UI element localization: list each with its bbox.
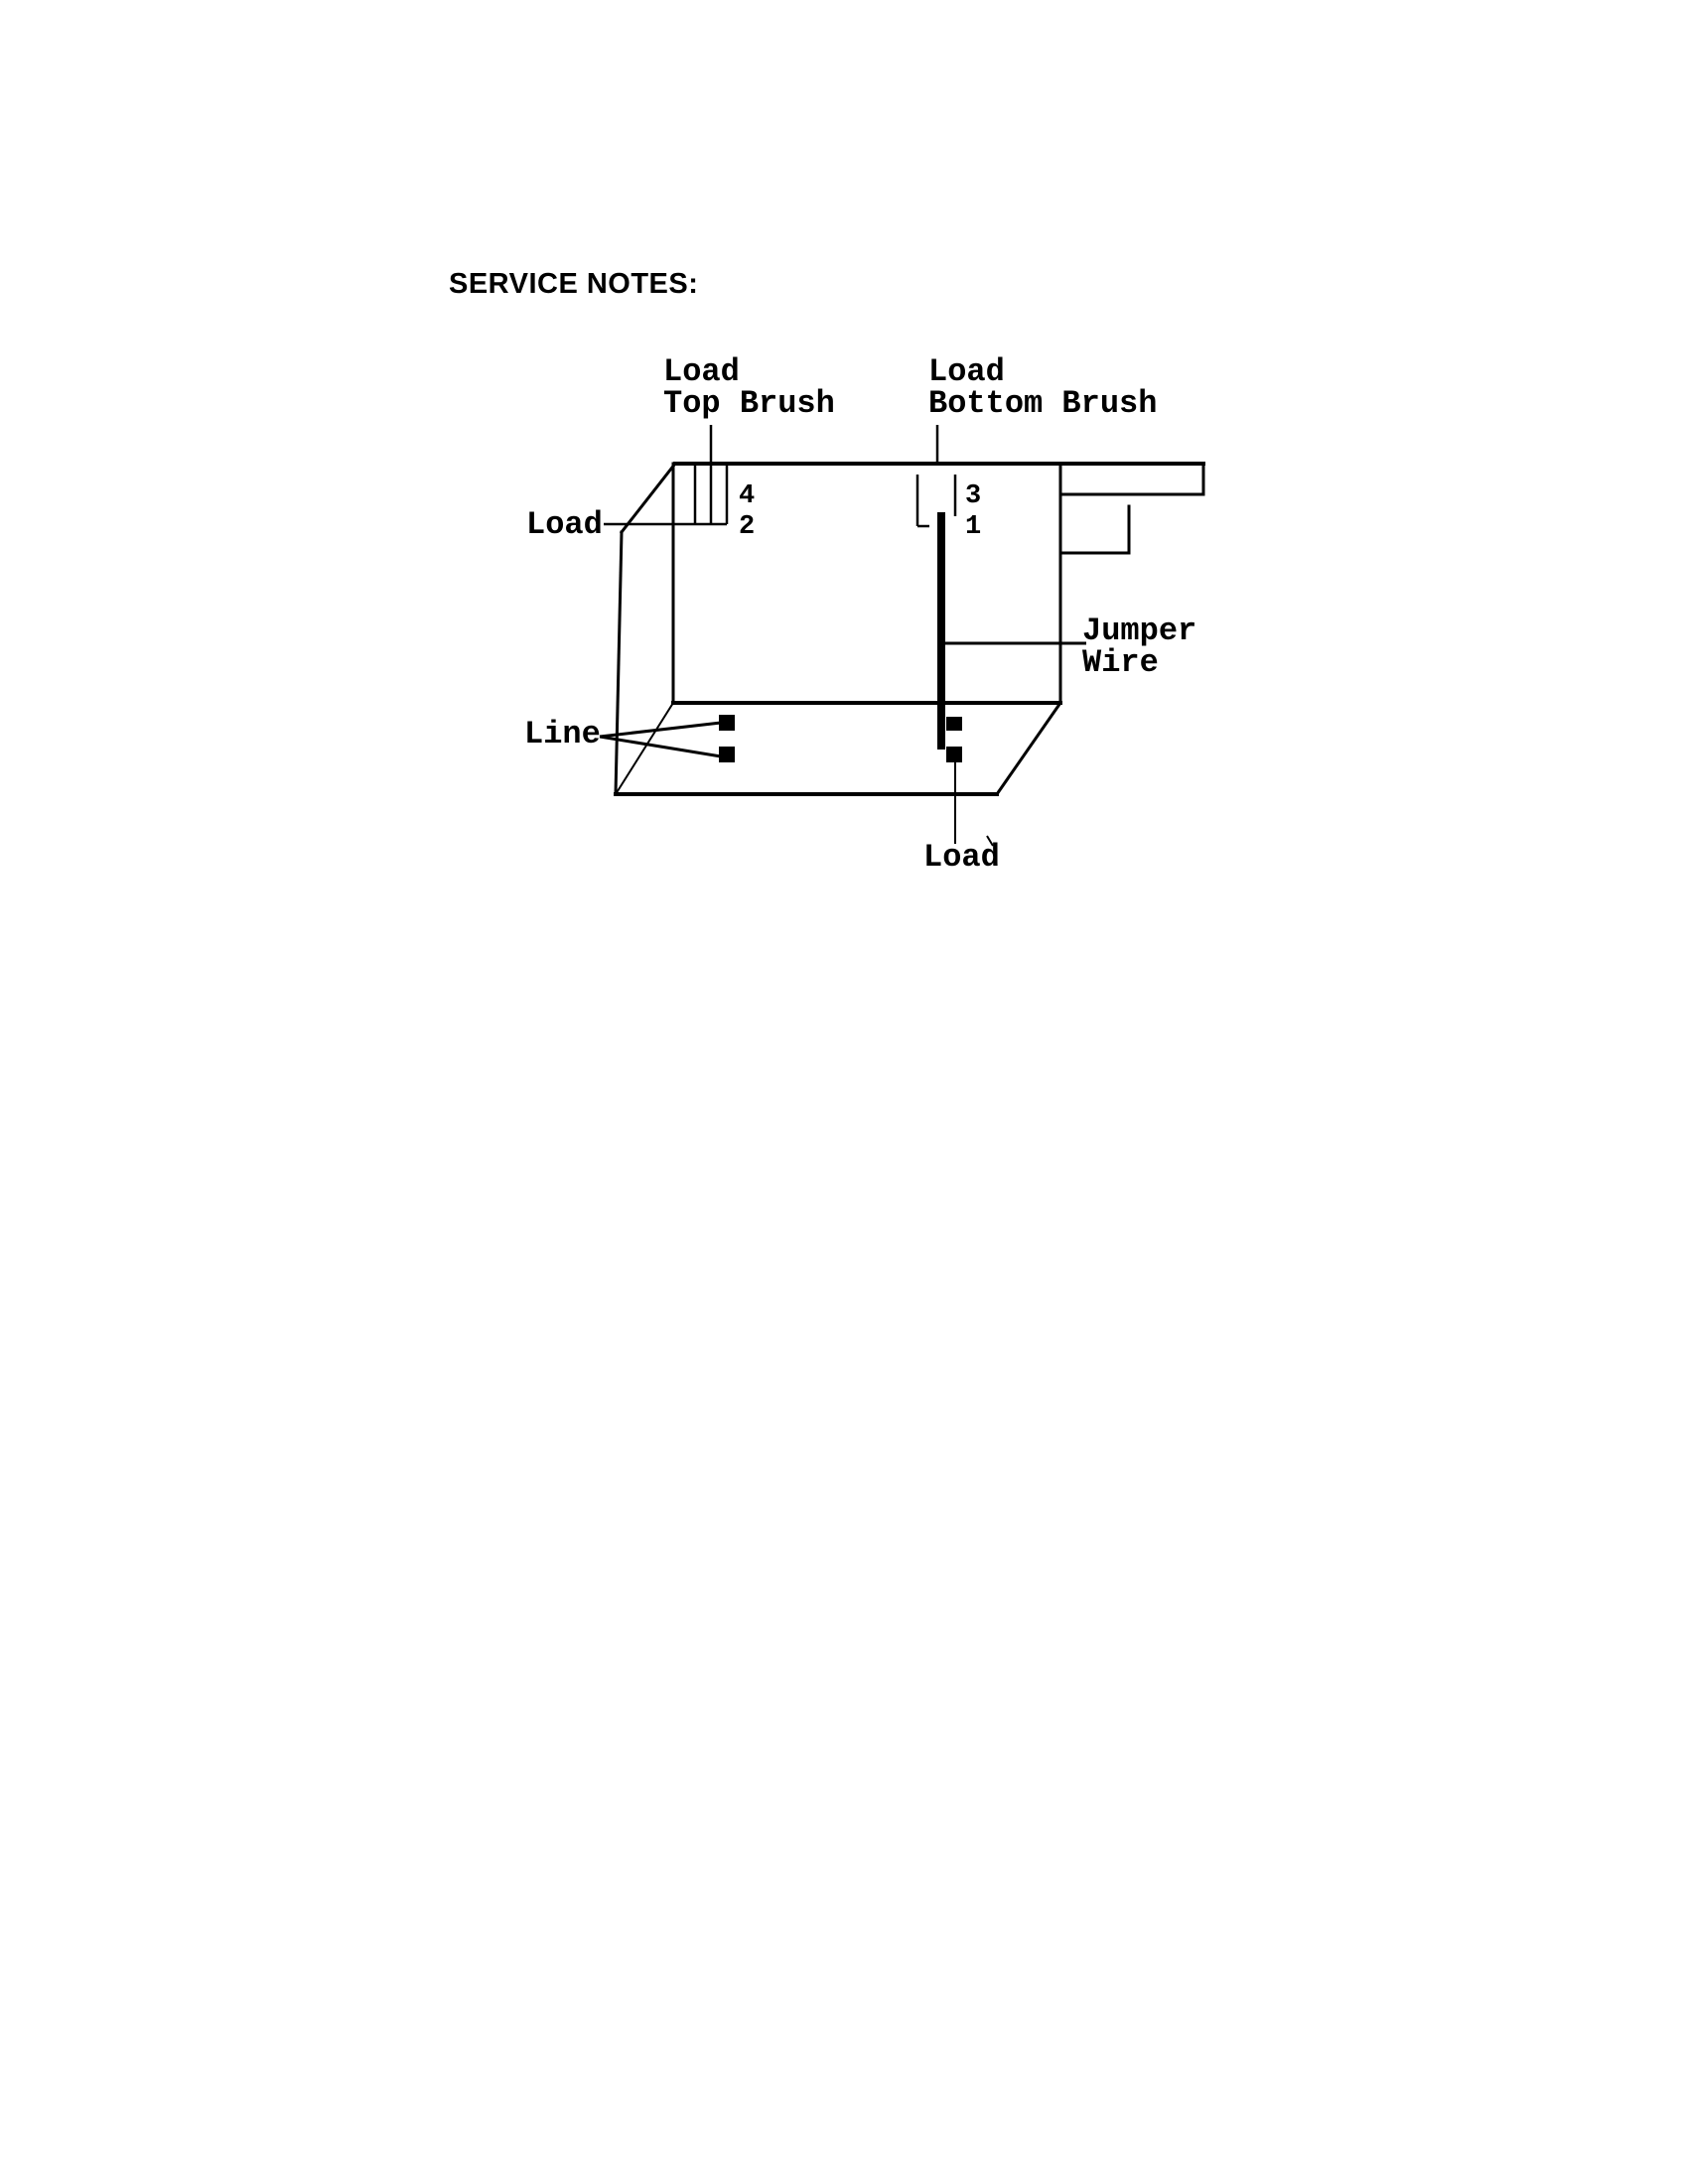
load-connector-lower xyxy=(946,747,962,762)
page-title: SERVICE NOTES: xyxy=(449,268,699,300)
terminal-2-label: 2 xyxy=(739,512,755,542)
line-leads xyxy=(599,721,722,758)
line-connector-upper xyxy=(719,715,735,731)
jumper-wire xyxy=(937,512,1086,750)
load-connector-upper xyxy=(946,717,962,731)
line-connector-lower xyxy=(719,747,735,762)
terminal-4-label: 4 xyxy=(739,481,755,511)
terminal-1-label: 1 xyxy=(965,512,981,542)
jumper-wire-label-line2: Wire xyxy=(1082,644,1159,681)
load-bottom-label: Load xyxy=(923,839,1000,876)
top-brush-label-line1: Load xyxy=(663,353,740,390)
terminal-3-label: 3 xyxy=(965,481,981,511)
connector-blocks xyxy=(719,715,962,762)
bottom-brush-label-line2: Bottom Brush xyxy=(928,385,1157,422)
top-brush-terminals xyxy=(604,425,729,526)
load-left-label: Load xyxy=(526,506,603,543)
load-bottom-leader xyxy=(954,762,994,847)
jumper-wire-label-line1: Jumper xyxy=(1082,613,1196,649)
housing-outline xyxy=(614,461,1205,797)
line-left-label: Line xyxy=(524,716,601,752)
bottom-brush-label-line1: Load xyxy=(928,353,1005,390)
bottom-brush-terminals xyxy=(915,425,957,528)
top-brush-label-line2: Top Brush xyxy=(663,385,835,422)
